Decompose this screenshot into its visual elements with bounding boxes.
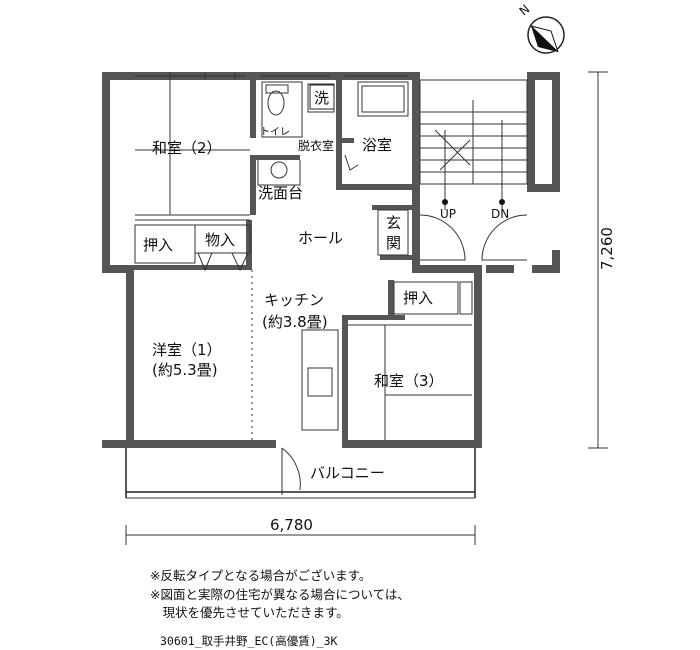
room-washitsu-2: 和室（2）	[152, 139, 222, 157]
room-labels: 和室（2） トイレ 洗 脱衣室 浴室 洗面台 押入 物入 ホール 玄 関 UP …	[143, 84, 509, 482]
room-dressing: 脱衣室	[298, 138, 334, 153]
compass-north-label: N	[517, 2, 533, 18]
closet-oshiire-1: 押入	[143, 236, 173, 254]
room-kitchen: キッチン	[264, 291, 324, 309]
room-bath: 浴室	[362, 136, 392, 154]
washbasin-label: 洗面台	[258, 184, 303, 202]
room-washitsu-3: 和室（3）	[374, 372, 444, 390]
width-dimension: 6,780	[270, 516, 313, 534]
balcony-label: バルコニー	[310, 464, 385, 482]
stair-down-label: DN	[491, 207, 509, 221]
stair-up-label: UP	[440, 207, 456, 221]
note-line-1: ※反転タイプとなる場合がございます。	[150, 568, 372, 583]
closet-monoire: 物入	[205, 231, 235, 249]
entrance-char-2: 関	[386, 234, 401, 252]
compass: N	[517, 2, 565, 54]
room-youshitsu-1-size: (約5.3畳)	[152, 361, 218, 379]
note-line-3: 現状を優先させていただきます。	[150, 605, 349, 620]
dimensions: 6,780 7,260	[270, 227, 616, 534]
room-hall: ホール	[298, 229, 343, 247]
room-youshitsu-1: 洋室（1）	[152, 341, 222, 359]
plan-caption: 30601_取手井野_EC(高優賃)_3K	[160, 634, 338, 648]
plan-lines	[125, 71, 608, 545]
room-toilet: トイレ	[260, 127, 290, 138]
entrance-char-1: 玄	[386, 214, 401, 232]
note-line-2: ※図面と実際の住宅が異なる場合については、	[150, 587, 410, 602]
closet-oshiire-2: 押入	[403, 289, 433, 307]
washer-mark: 洗	[314, 89, 329, 107]
room-kitchen-size: (約3.8畳)	[262, 313, 328, 331]
depth-dimension: 7,260	[598, 227, 616, 270]
